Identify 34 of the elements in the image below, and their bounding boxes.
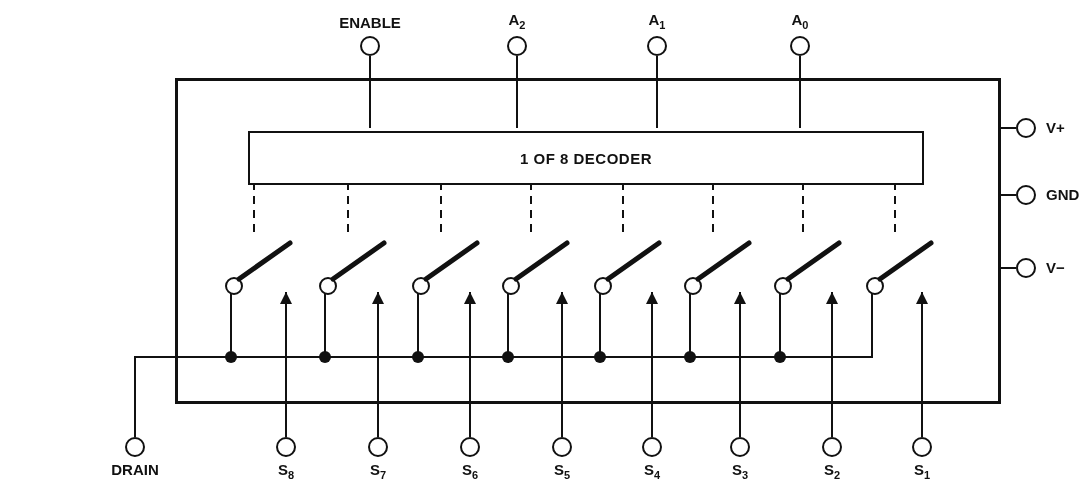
pin-label: ENABLE [339, 14, 401, 31]
arrow [556, 291, 568, 438]
arrow [916, 291, 928, 438]
decoder-block [248, 131, 924, 185]
arrow [280, 291, 292, 438]
pin-label: V− [1046, 259, 1065, 277]
arrow [646, 291, 658, 438]
arrow [734, 291, 746, 438]
chip-outline [175, 78, 1001, 404]
arrow [372, 291, 384, 438]
pin-label: DRAIN [111, 462, 159, 479]
pin-label: A$_{2}$ [508, 11, 526, 31]
pin-label: A$_{1}$ [648, 11, 666, 31]
wire [656, 55, 658, 129]
wire [1000, 267, 1017, 269]
wire [799, 55, 801, 129]
pin-label: S$_{1}$ [913, 462, 931, 482]
decoder-label: 1 OF 8 DECODER [520, 149, 652, 167]
wire [369, 55, 371, 129]
wire [1000, 194, 1017, 196]
pin-label: V+ [1046, 119, 1065, 137]
pin-label: S$_{2}$ [823, 462, 841, 482]
pin-label: GND [1046, 186, 1080, 204]
wire [516, 55, 518, 129]
arrow [826, 291, 838, 438]
pin-label: S$_{7}$ [369, 462, 387, 482]
pin-label: A$_{0}$ [791, 11, 809, 31]
pin-label: S$_{6}$ [461, 462, 479, 482]
arrow [464, 291, 476, 438]
pin-label: S$_{8}$ [277, 462, 295, 482]
pin-label: S$_{5}$ [553, 462, 571, 482]
pin-label: S$_{4}$ [643, 462, 661, 482]
pin-label: S$_{3}$ [731, 462, 749, 482]
wire [1000, 127, 1017, 129]
